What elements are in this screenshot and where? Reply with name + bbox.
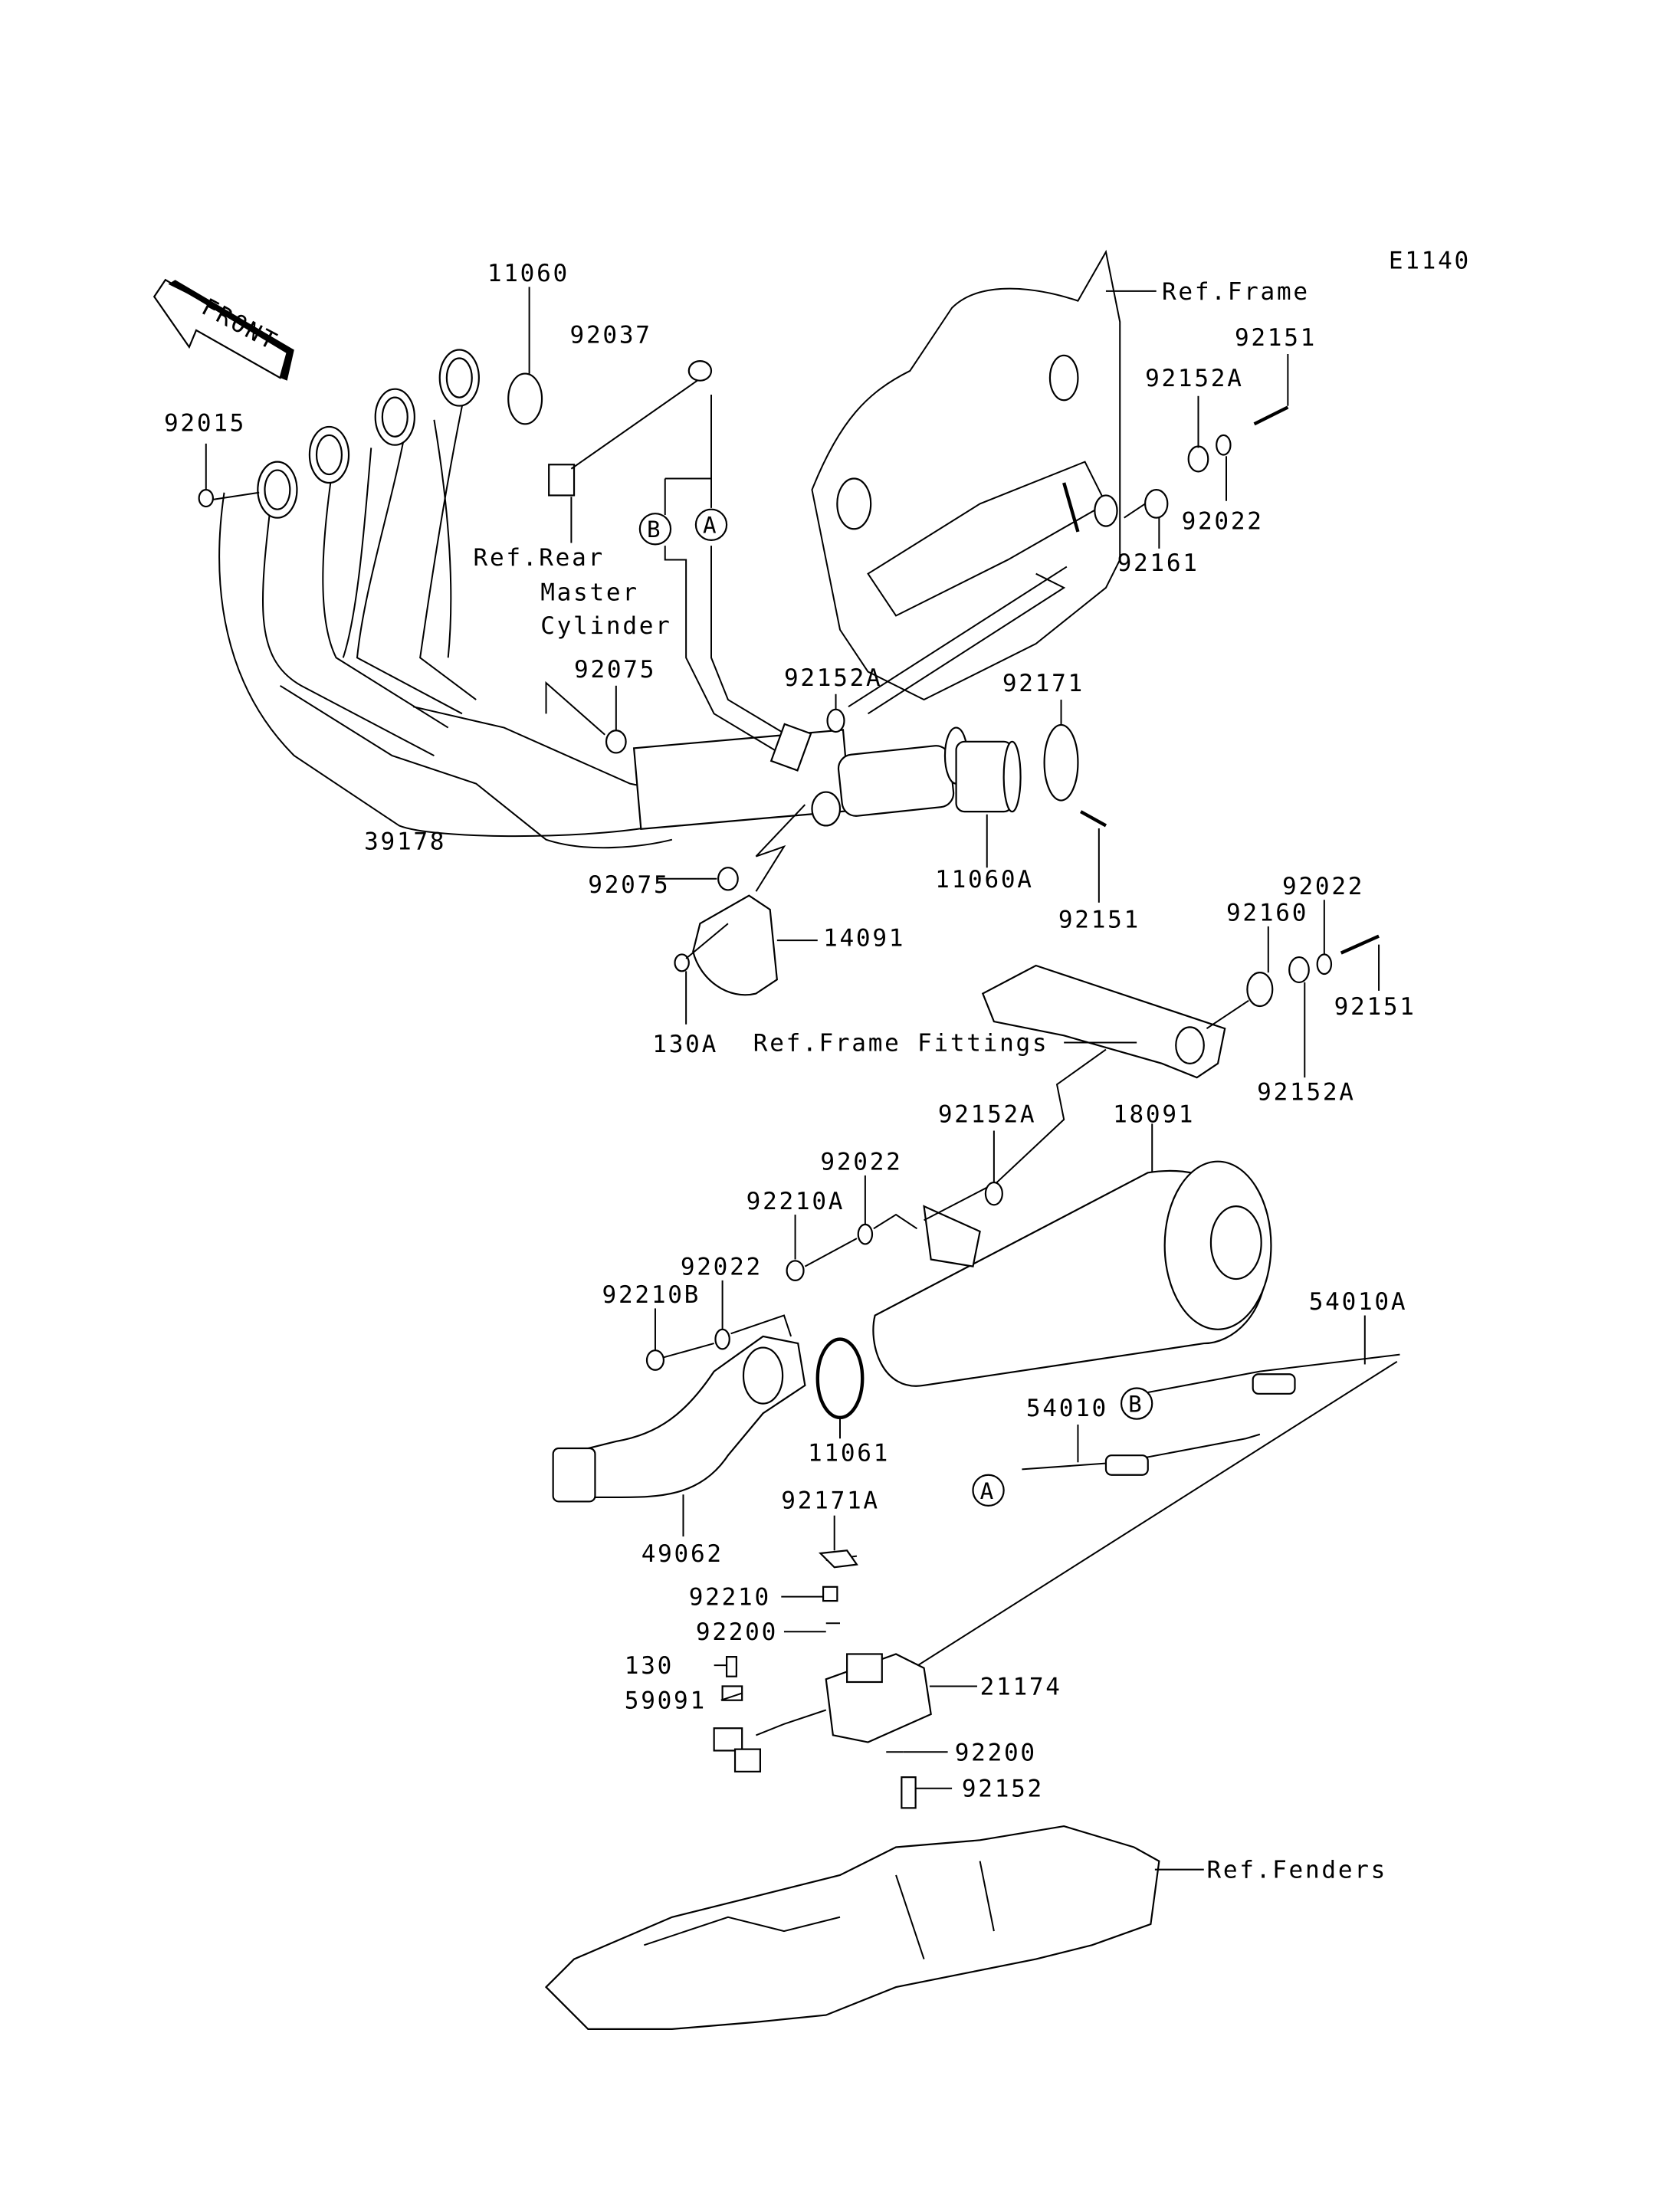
label-92022-top: 92022	[1182, 507, 1264, 535]
bolt-92151-mid	[1080, 810, 1107, 828]
ref-master-label: Master	[540, 579, 639, 606]
bolt-130A	[674, 953, 690, 972]
washer-92152A-top	[1187, 445, 1209, 473]
bolt-130	[725, 1656, 737, 1677]
label-92075-top: 92075	[574, 656, 656, 684]
cables-54010	[895, 1315, 1400, 1681]
svg-text:A: A	[703, 513, 718, 539]
ref-cylinder-label: Cylinder	[540, 612, 671, 640]
brake-switch-cables	[548, 360, 842, 827]
collar-92160	[1246, 972, 1274, 1008]
label-92022-muffler-b: 92022	[681, 1254, 763, 1281]
muffler-18091	[872, 1048, 1272, 1387]
label-92161: 92161	[1117, 549, 1199, 577]
label-92152A-mid: 92152A	[784, 664, 883, 692]
clamp-92171	[1043, 723, 1079, 802]
gasket-11060	[507, 372, 543, 425]
label-92171: 92171	[1002, 670, 1084, 697]
washer-92022-muffler-b	[714, 1328, 730, 1350]
collar-92161	[1144, 489, 1169, 519]
figure-code: E1140	[1389, 248, 1471, 275]
label-59091: 59091	[625, 1687, 707, 1715]
label-130: 130	[625, 1652, 674, 1680]
label-92152: 92152	[962, 1776, 1044, 1803]
label-54010A: 54010A	[1309, 1288, 1408, 1316]
ref-frame-label: Ref.Frame	[1162, 278, 1310, 306]
callout-a-bottom: A	[972, 1474, 1005, 1507]
callout-a-top: A	[694, 508, 728, 541]
gasket-11061	[815, 1337, 865, 1420]
washer-92152A-mid	[826, 708, 845, 733]
pipe-49062	[552, 1335, 806, 1537]
label-18091: 18091	[1113, 1101, 1195, 1129]
nut-92015	[198, 489, 214, 508]
washer-92022-top	[1216, 434, 1232, 456]
frame-section	[811, 249, 1121, 715]
frame-fittings-bracket	[981, 964, 1226, 1079]
label-92151-top: 92151	[1235, 324, 1317, 352]
label-11060A: 11060A	[935, 866, 1034, 894]
svg-text:B: B	[1128, 1392, 1144, 1418]
label-92022-right: 92022	[1282, 873, 1364, 900]
ref-frame-fittings-label: Ref.Frame Fittings	[753, 1029, 1049, 1057]
label-92152A-right: 92152A	[1257, 1078, 1356, 1106]
collar-92152	[901, 1776, 917, 1809]
nut-92210A	[786, 1260, 805, 1281]
label-92022-muffler-a: 92022	[820, 1149, 902, 1176]
servo-actuator-21174	[713, 1653, 977, 1772]
nut-92210	[822, 1585, 838, 1602]
svg-text:A: A	[980, 1478, 996, 1504]
svg-text:B: B	[647, 516, 662, 543]
label-14091: 14091	[823, 924, 905, 952]
washer-92152A-right	[1288, 956, 1310, 984]
ref-fenders-label: Ref.Fenders	[1206, 1857, 1387, 1884]
ref-rear-label: Ref.Rear	[474, 544, 605, 572]
washer-92022-right	[1316, 953, 1333, 976]
label-92152A-top: 92152A	[1145, 365, 1244, 392]
label-130A: 130A	[652, 1031, 718, 1058]
label-92200-top: 92200	[696, 1618, 778, 1646]
cover-14091	[692, 894, 778, 996]
washer-92022-muffler-a	[857, 1223, 874, 1245]
rear-fender	[544, 1825, 1204, 2030]
label-11060: 11060	[487, 260, 569, 287]
front-arrow-icon: FRONT	[153, 278, 294, 381]
bolt-92151-top	[1253, 405, 1289, 426]
label-92210: 92210	[689, 1584, 771, 1612]
label-92075-bottom: 92075	[588, 871, 670, 899]
label-92152A-muffler: 92152A	[938, 1101, 1037, 1129]
label-92210A: 92210A	[746, 1188, 845, 1215]
callout-b-top: B	[638, 513, 672, 546]
label-39178: 39178	[364, 828, 446, 855]
label-92160: 92160	[1226, 900, 1308, 927]
label-92210B: 92210B	[602, 1281, 701, 1309]
callout-b-bottom: B	[1120, 1387, 1153, 1420]
label-92151-mid: 92151	[1058, 907, 1140, 934]
label-49062: 49062	[641, 1540, 724, 1568]
label-92200-bottom: 92200	[955, 1739, 1037, 1766]
label-92015: 92015	[164, 409, 246, 437]
label-92151-right: 92151	[1334, 993, 1416, 1021]
clip-92171A-shape	[819, 1549, 858, 1569]
nut-92075-bottom	[717, 867, 739, 891]
nut-92210B	[645, 1349, 665, 1371]
label-54010: 54010	[1026, 1395, 1108, 1422]
label-11061: 11061	[808, 1439, 890, 1467]
label-92171A: 92171A	[781, 1487, 880, 1515]
bolt-92151-right	[1340, 934, 1380, 955]
label-92037: 92037	[570, 321, 652, 349]
nut-92075-top	[605, 730, 627, 754]
label-21174: 21174	[980, 1673, 1062, 1700]
